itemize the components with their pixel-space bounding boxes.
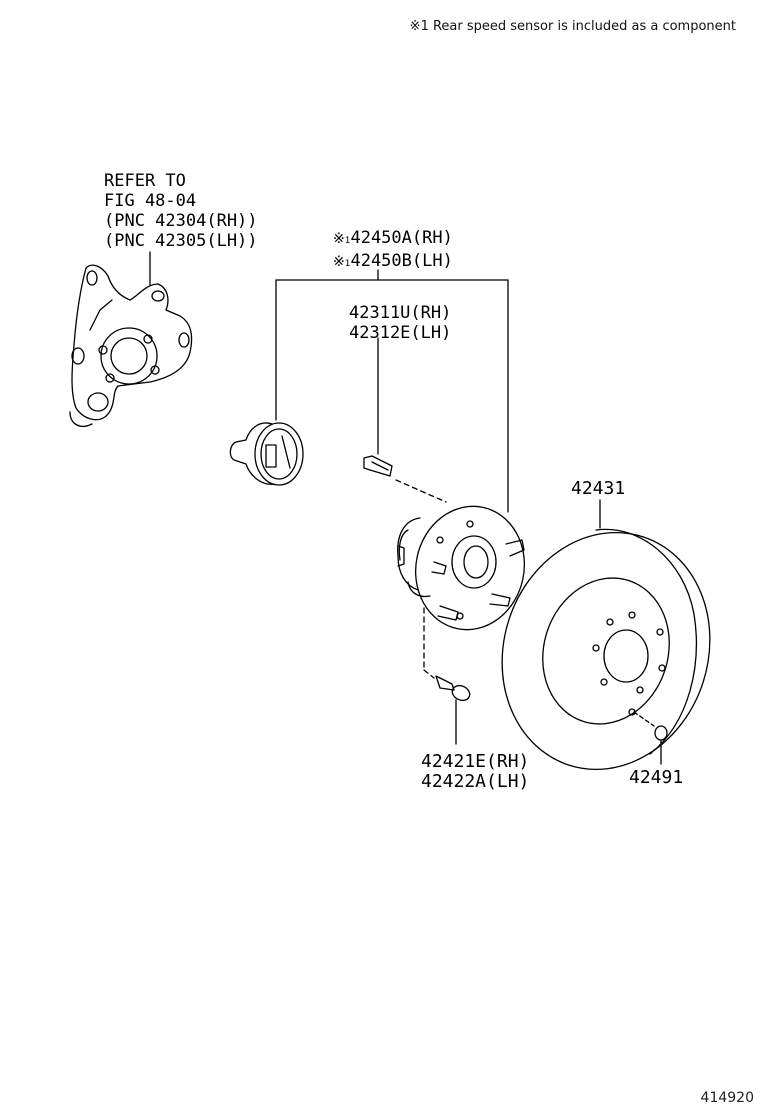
brake-disc-illustration (472, 500, 740, 797)
hub-mount-bolt-label: 42421E(RH) 42422A(LH) (421, 752, 529, 792)
figure-code: 414920 (700, 1090, 754, 1106)
hub-mount-bolt-part-rh: 42421E(RH) (421, 751, 530, 772)
hub-bolt-illustration (364, 338, 446, 502)
sensor-illustration (230, 270, 508, 512)
sensor-part-lh: 42450B(LH) (350, 251, 453, 271)
hub-bolt-label: 42311U(RH) 42312E(LH) (349, 303, 451, 343)
screw-illustration (655, 726, 667, 764)
screw-label: 42491 (629, 767, 684, 788)
hub-mount-bolt-part-lh: 42422A(LH) (421, 771, 530, 792)
refer-line-2: FIG 48-04 (104, 191, 197, 211)
refer-label: REFER TO FIG 48-04 (PNC 42304(RH)) (PNC … (104, 171, 258, 251)
component-note: ※1 Rear speed sensor is included as a co… (409, 19, 736, 34)
hub-bolt-part-lh: 42312E(LH) (349, 323, 452, 343)
refer-line-3: (PNC 42304(RH)) (104, 211, 258, 231)
hub-bolt-part-rh: 42311U(RH) (349, 303, 452, 323)
refer-line-4: (PNC 42305(LH)) (104, 231, 258, 251)
refer-line-1: REFER TO (104, 171, 186, 191)
sensor-label: ※142450A(RH) ※142450B(LH) (333, 228, 453, 274)
disc-label: 42431 (571, 478, 626, 499)
knuckle-illustration (70, 252, 192, 426)
sensor-mark-rh: ※1 (333, 231, 351, 247)
hub-illustration (398, 496, 536, 640)
sensor-mark-lh: ※1 (333, 254, 351, 270)
sensor-part-rh: 42450A(RH) (350, 228, 453, 248)
hub-mount-bolt-illustration (424, 608, 472, 744)
